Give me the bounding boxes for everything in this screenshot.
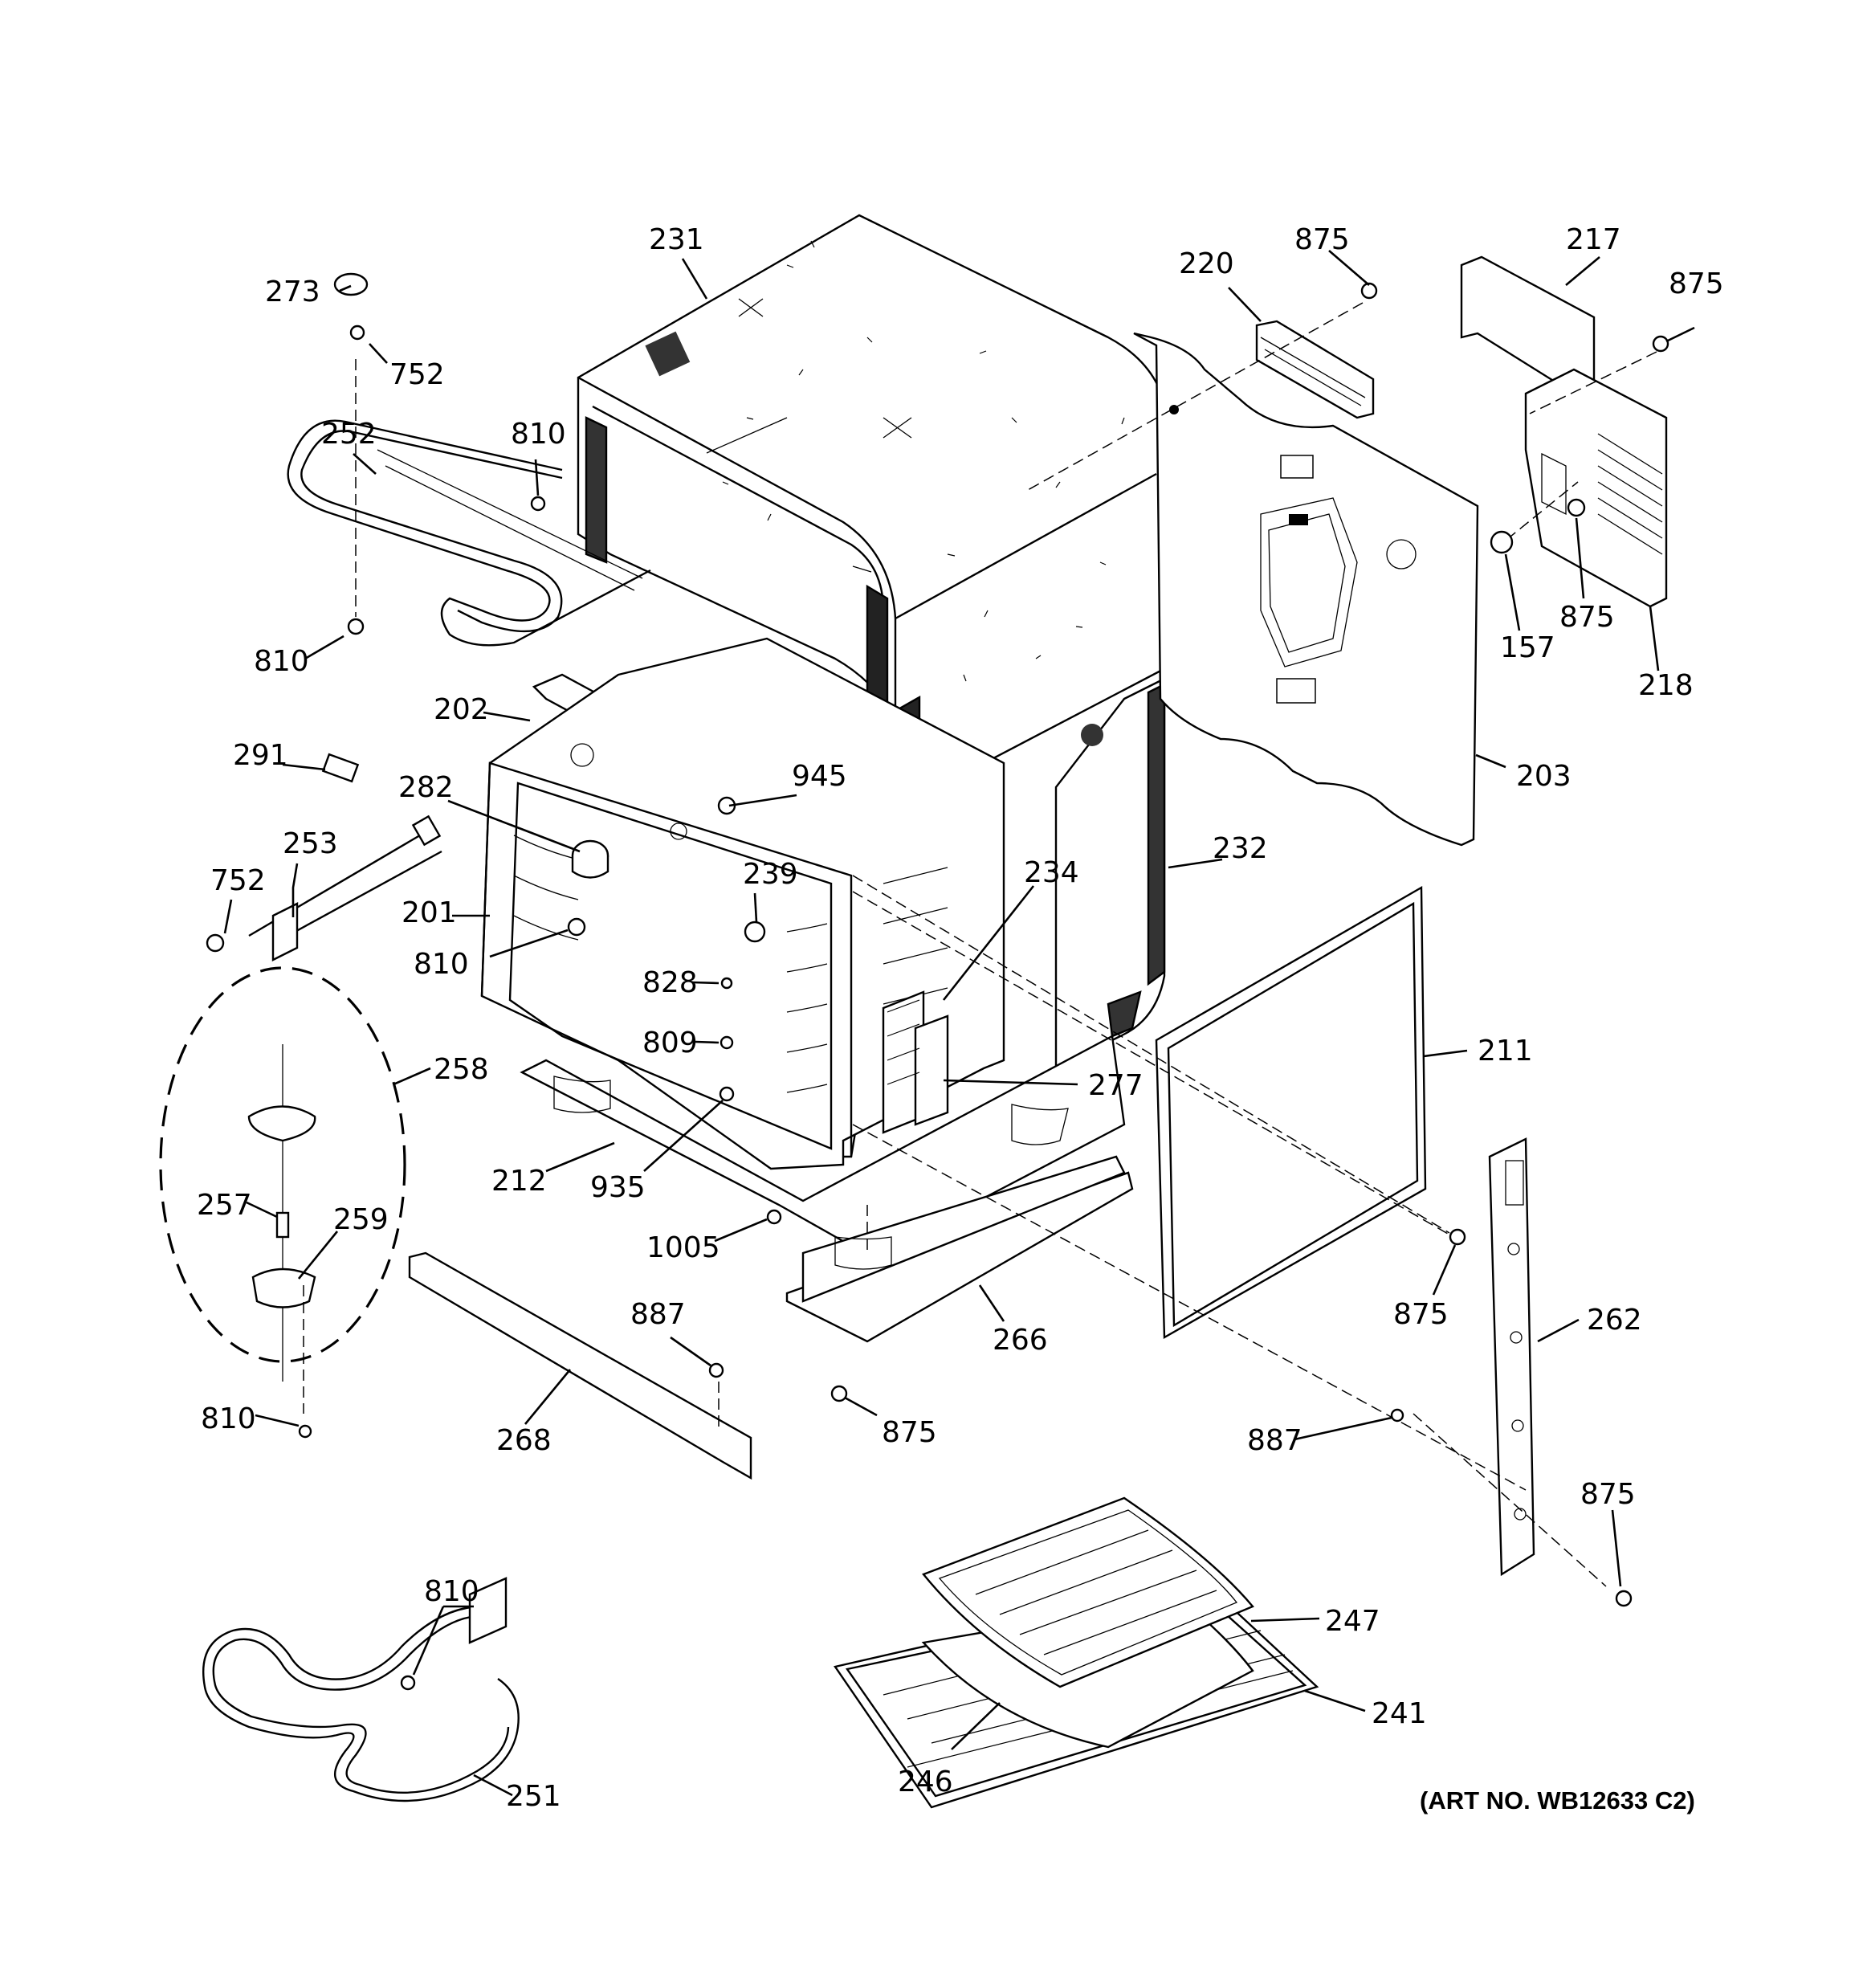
callout-217: 217 [1566,223,1621,256]
screw-875-icon [1449,1228,1466,1246]
screw-875-icon [1652,335,1669,353]
callout-875: 875 [1294,223,1350,256]
callout-887: 887 [1247,1424,1302,1457]
callout-268: 268 [496,1424,552,1457]
back-panel [1133,332,1479,847]
bracket-220 [1255,320,1375,419]
callout-253: 253 [283,827,338,860]
callout-810: 810 [511,418,566,451]
oven-wrapper-side [1054,677,1166,1070]
callout-251: 251 [506,1780,561,1813]
callout-252: 252 [321,418,377,451]
callout-875: 875 [1669,267,1724,300]
screw-875-icon [1567,498,1586,517]
temp-probe-253 [248,814,442,961]
callout-246: 246 [898,1766,953,1798]
callout-810: 810 [254,645,309,678]
screw-810-icon [567,917,586,937]
callout-211: 211 [1478,1035,1533,1067]
callout-752: 752 [389,358,445,391]
callout-239: 239 [743,858,798,891]
callout-273: 273 [265,276,320,308]
callout-258: 258 [434,1053,489,1086]
callout-810: 810 [201,1402,256,1435]
screw-875-icon [830,1385,848,1402]
callout-157: 157 [1500,631,1555,664]
callout-241: 241 [1372,1697,1427,1730]
trim-262 [1488,1137,1535,1577]
callout-875: 875 [1393,1298,1449,1331]
part-273-icon [333,272,369,296]
art-number: (ART NO. WB12633 C2) [1420,1786,1695,1815]
screw-810-icon [298,1424,312,1439]
screw-810-icon [347,618,365,635]
callout-labels: 231 220 875 217 875 273 752 252 810 157 … [197,223,1724,1815]
clip-157-icon [1490,530,1514,554]
part-239 [744,921,766,943]
broil-pan-grid [922,1496,1254,1688]
screw-752-icon [349,325,365,341]
control-housing [1460,255,1668,608]
callout-257: 257 [197,1189,252,1222]
callout-828: 828 [642,966,698,999]
callout-266: 266 [993,1324,1048,1357]
oven-liner [480,637,1005,1170]
callout-201: 201 [402,896,457,929]
screw-810-icon [530,496,546,512]
leader-lines [223,250,1695,1797]
callout-752: 752 [210,864,266,897]
callout-262: 262 [1587,1304,1642,1337]
part-291-icon [321,753,360,783]
callout-935: 935 [590,1171,646,1204]
screw-875-icon [1360,282,1378,300]
callout-203: 203 [1516,760,1572,793]
lamp-assembly-258 [159,966,406,1382]
callout-234: 234 [1024,856,1079,889]
bottom-panel-266 [785,1155,1134,1343]
broil-element [287,419,651,647]
screw-810-icon [400,1675,416,1691]
callout-212: 212 [491,1165,547,1198]
callout-291: 291 [233,739,288,772]
screw-828-icon [720,977,733,990]
washer-935-icon [719,1086,735,1102]
callout-810: 810 [414,948,469,981]
callout-232: 232 [1213,832,1268,865]
callout-259: 259 [333,1203,389,1236]
callout-887: 887 [630,1298,686,1331]
door-latch [882,990,949,1134]
callout-218: 218 [1638,669,1694,702]
callout-809: 809 [642,1027,698,1059]
screw-1005-icon [766,1209,782,1225]
callout-875: 875 [1559,601,1615,634]
callout-945: 945 [792,760,847,793]
trim-268 [408,1251,752,1480]
callout-875: 875 [882,1416,937,1449]
callout-282: 282 [398,771,454,804]
assembly-lines [303,302,1657,1587]
lamp-socket-282 [571,839,609,879]
screw-887-icon [1390,1408,1404,1423]
door-gasket [1155,885,1427,1340]
callout-202: 202 [434,693,489,726]
screw-875-icon [1615,1590,1633,1607]
screw-809-icon [720,1035,734,1050]
callout-810: 810 [424,1575,479,1608]
bake-element [202,1577,520,1802]
screw-752-icon [206,933,225,953]
screw-887-icon [708,1362,724,1378]
callout-247: 247 [1325,1605,1380,1638]
callout-875: 875 [1580,1478,1636,1511]
callout-231: 231 [649,223,704,256]
callout-277: 277 [1088,1069,1143,1102]
callout-1005: 1005 [646,1231,720,1264]
callout-220: 220 [1179,247,1234,280]
